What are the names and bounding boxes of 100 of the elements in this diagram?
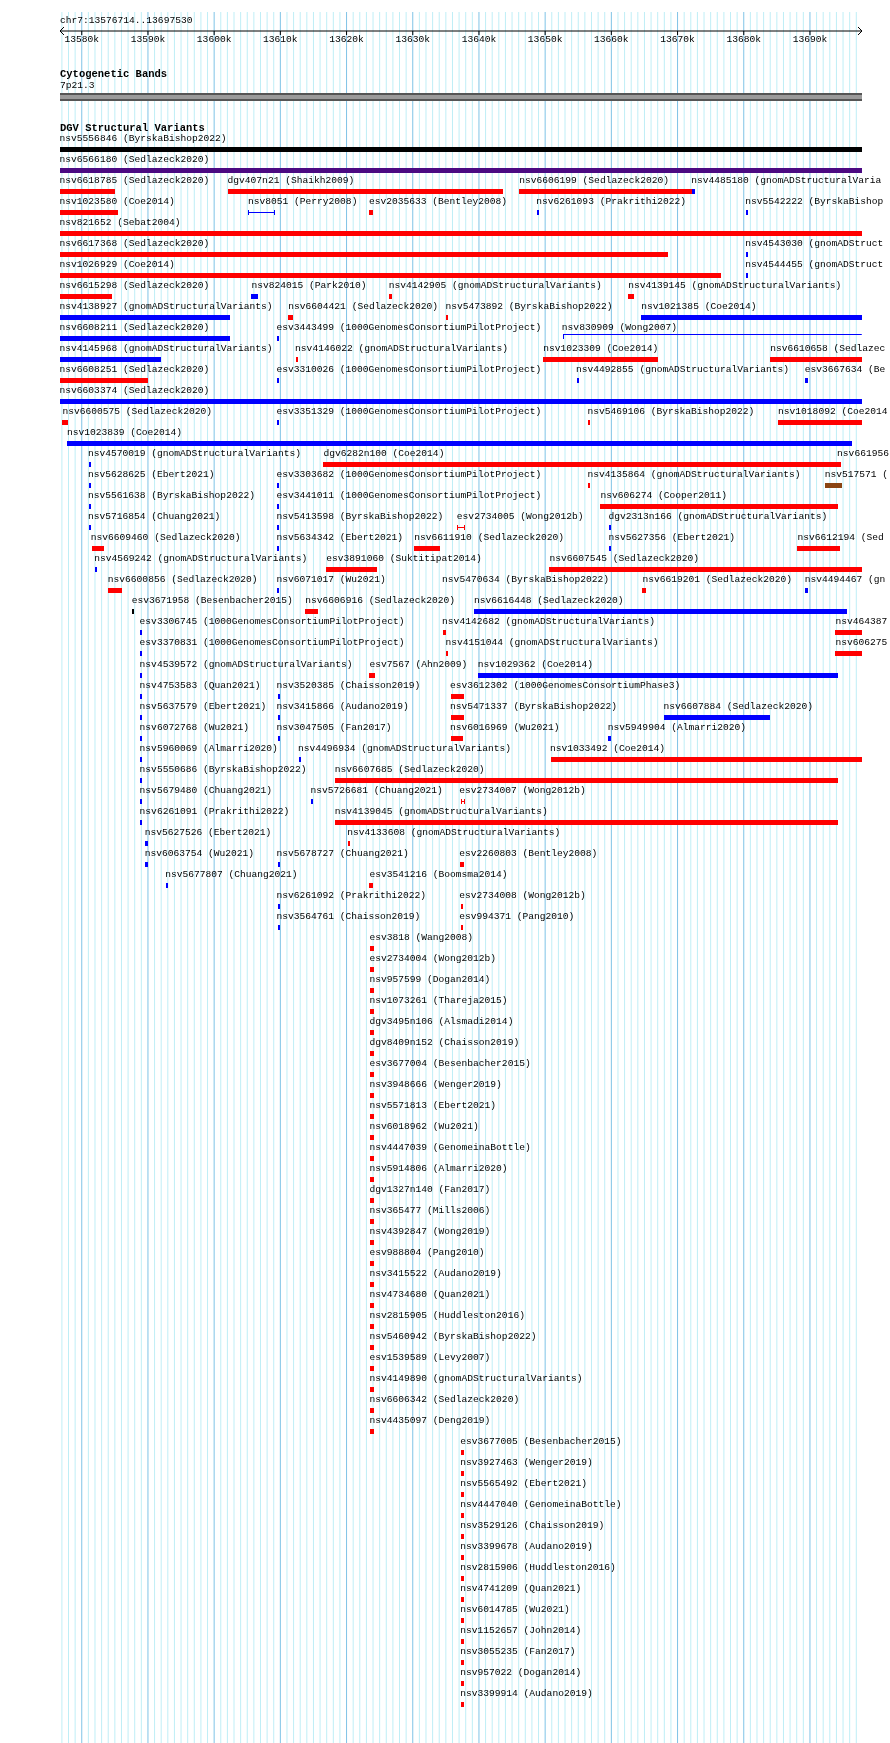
feature-label: nsv606275	[835, 637, 888, 649]
axis-tick-label: 13680k	[726, 34, 761, 46]
band-label: 7p21.3	[60, 80, 95, 92]
feature-label: nsv3927463 (Wenger2019)	[460, 1457, 593, 1469]
feature-label: nsv5565492 (Ebert2021)	[460, 1478, 587, 1490]
feature-label: nsv517571 (	[824, 469, 888, 481]
feature-label: nsv1026929 (Coe2014)	[59, 259, 175, 271]
feature-label: nsv6610658 (Sedlazec	[770, 343, 886, 355]
feature-label: nsv1033492 (Coe2014)	[549, 742, 666, 754]
feature-label: nsv5634342 (Ebert2021)	[276, 532, 404, 544]
feature-label: nsv5627356 (Ebert2021)	[608, 532, 736, 544]
feature-label: esv2734007 (Wong2012b)	[459, 784, 586, 796]
feature-label: esv994371 (Pang2010)	[459, 910, 575, 922]
feature-label: nsv830909 (Wong2007)	[561, 322, 677, 334]
feature-label: esv3891060 (Suktitipat2014)	[326, 553, 482, 565]
feature-label: esv2734008 (Wong2012b)	[459, 889, 586, 901]
feature-label: nsv4492855 (gnomADStructuralVariants)	[576, 364, 790, 376]
feature-label: nsv1021385 (Coe2014)	[641, 301, 757, 313]
feature-label: nsv5571813 (Ebert2021)	[369, 1099, 497, 1111]
feature-label: nsv3055235 (Fan2017)	[460, 1646, 576, 1658]
feature-label: nsv4734680 (Quan2021)	[369, 1289, 491, 1301]
feature-label: esv3671958 (Besenbacher2015)	[131, 595, 293, 607]
feature-label: esv3677004 (Besenbacher2015)	[369, 1057, 531, 1069]
feature-label: esv2035633 (Bentley2008)	[368, 196, 508, 208]
feature-label: esv2260803 (Bentley2008)	[459, 847, 598, 859]
feature-label: nsv4392847 (Wong2019)	[369, 1226, 491, 1238]
feature-label: esv3306745 (1000GenomesConsortiumPilotProject)	[139, 616, 405, 628]
axis-tick-label: 13670k	[660, 34, 695, 46]
feature-label: nsv4494467 (gn	[804, 574, 886, 586]
feature-label: nsv3564761 (Chaisson2019)	[276, 910, 421, 922]
feature-label: nsv6603374 (Sedlazeck2020)	[59, 385, 210, 397]
feature-label: nsv6612194 (Sed	[797, 532, 884, 544]
feature-label: esv3677005 (Besenbacher2015)	[460, 1436, 622, 1448]
coordinate-label: chr7:13576714..13697530	[60, 15, 193, 27]
axis-tick-label: 13580k	[64, 34, 99, 46]
feature-label: nsv824015 (Park2010)	[251, 280, 367, 292]
feature-label: nsv1029362 (Coe2014)	[477, 658, 593, 670]
feature-label: nsv6618785 (Sedlazeck2020)	[59, 175, 210, 187]
feature-label: nsv1023309 (Coe2014)	[543, 343, 659, 355]
feature-label: nsv4544455 (gnomADStruct	[745, 259, 884, 271]
feature-label: nsv3047505 (Fan2017)	[276, 721, 392, 733]
feature-label: nsv606274 (Cooper2011)	[600, 490, 728, 502]
feature-label: nsv5627526 (Ebert2021)	[144, 826, 272, 838]
feature-label: nsv4539572 (gnomADStructuralVariants)	[139, 658, 353, 670]
feature-label: nsv4133608 (gnomADStructuralVariants)	[347, 826, 561, 838]
feature-label: nsv5413598 (ByrskaBishop2022)	[276, 511, 444, 523]
feature-label: dgv2313n166 (gnomADStructuralVariants)	[608, 511, 828, 523]
feature-label: esv2734005 (Wong2012b)	[456, 511, 584, 523]
feature-label: nsv464387	[835, 616, 888, 628]
feature-label: nsv957022 (Dogan2014)	[460, 1667, 582, 1679]
feature-label: nsv5561638 (ByrskaBishop2022)	[87, 490, 255, 502]
feature-label: nsv5677807 (Chuang2021)	[165, 868, 298, 880]
feature-label: nsv6566180 (Sedlazeck2020)	[59, 154, 210, 165]
feature-label: nsv5914806 (Almarri2020)	[369, 1162, 508, 1174]
feature-label: nsv4447040 (GenomeinaBottle)	[460, 1499, 622, 1511]
axis-tick-label: 13630k	[395, 34, 430, 46]
feature-label: nsv5469106 (ByrskaBishop2022)	[587, 406, 755, 418]
axis-tick-label: 13640k	[461, 34, 497, 46]
feature-label: nsv6607685 (Sedlazeck2020)	[334, 763, 485, 775]
feature-label: esv988804 (Pang2010)	[369, 1247, 485, 1259]
feature-label: dgv407n21 (Shaikh2009)	[227, 175, 355, 187]
track-heading: DGV Structural Variants	[60, 122, 205, 134]
feature-label: nsv4142682 (gnomADStructuralVariants)	[442, 616, 656, 628]
feature-label: nsv6609460 (Sedlazeck2020)	[90, 532, 241, 544]
feature-label: nsv1073261 (Thareja2015)	[369, 994, 508, 1006]
feature-label: nsv6600856 (Sedlazeck2020)	[107, 574, 258, 586]
feature-label: dgv3495n106 (Alsmadi2014)	[369, 1015, 514, 1027]
feature-label: nsv4142905 (gnomADStructuralVariants)	[388, 280, 602, 292]
feature-label: nsv5716854 (Chuang2021)	[87, 511, 221, 523]
feature-label: nsv6261092 (Prakrithi2022)	[276, 889, 427, 901]
feature-label: nsv4435097 (Deng2019)	[369, 1415, 491, 1427]
axis-tick-label: 13650k	[527, 34, 563, 46]
feature-label: nsv4753583 (Quan2021)	[139, 679, 261, 691]
feature-label: dgv1327n140 (Fan2017)	[369, 1184, 491, 1195]
feature-label: nsv5637579 (Ebert2021)	[139, 700, 267, 712]
feature-label: esv3443499 (1000GenomesConsortiumPilotProject)	[276, 322, 542, 334]
feature-label: nsv4569242 (gnomADStructuralVariants)	[94, 553, 308, 565]
feature-label: nsv6600575 (Sedlazeck2020)	[62, 406, 213, 418]
feature-label: esv3370831 (1000GenomesConsortiumPilotProject)	[139, 637, 405, 649]
feature-label: nsv4139045 (gnomADStructuralVariants)	[334, 805, 548, 817]
feature-label: nsv6014785 (Wu2021)	[460, 1604, 570, 1616]
feature-label: nsv6606916 (Sedlazeck2020)	[305, 595, 455, 607]
axis-tick-label: 13610k	[263, 34, 298, 46]
axis-tick-label: 13590k	[130, 34, 166, 46]
feature-label: nsv6615298 (Sedlazeck2020)	[59, 280, 210, 292]
feature-label: nsv365477 (Mills2006)	[369, 1205, 491, 1216]
feature-label: nsv6072768 (Wu2021)	[139, 721, 249, 733]
feature-label: dgv8409n152 (Chaisson2019)	[369, 1036, 520, 1048]
feature-label: nsv4570019 (gnomADStructuralVariants)	[87, 448, 301, 460]
feature-label: nsv4447039 (GenomeinaBottle)	[369, 1141, 531, 1153]
feature-label: nsv5542222 (ByrskaBishop	[745, 196, 884, 208]
feature-label: esv7567 (Ahn2009)	[369, 658, 468, 670]
feature-label: nsv3415866 (Audano2019)	[276, 700, 409, 712]
feature-label: nsv5473892 (ByrskaBishop2022)	[445, 301, 613, 313]
feature-label: nsv5628625 (Ebert2021)	[87, 469, 215, 481]
feature-label: nsv3529126 (Chaisson2019)	[460, 1520, 605, 1532]
feature-label: nsv1023580 (Coe2014)	[59, 196, 175, 208]
feature-label: nsv6063754 (Wu2021)	[144, 847, 255, 859]
feature-label: dgv6282n100 (Coe2014)	[323, 448, 445, 460]
feature-label: nsv6071017 (Wu2021)	[276, 574, 386, 586]
